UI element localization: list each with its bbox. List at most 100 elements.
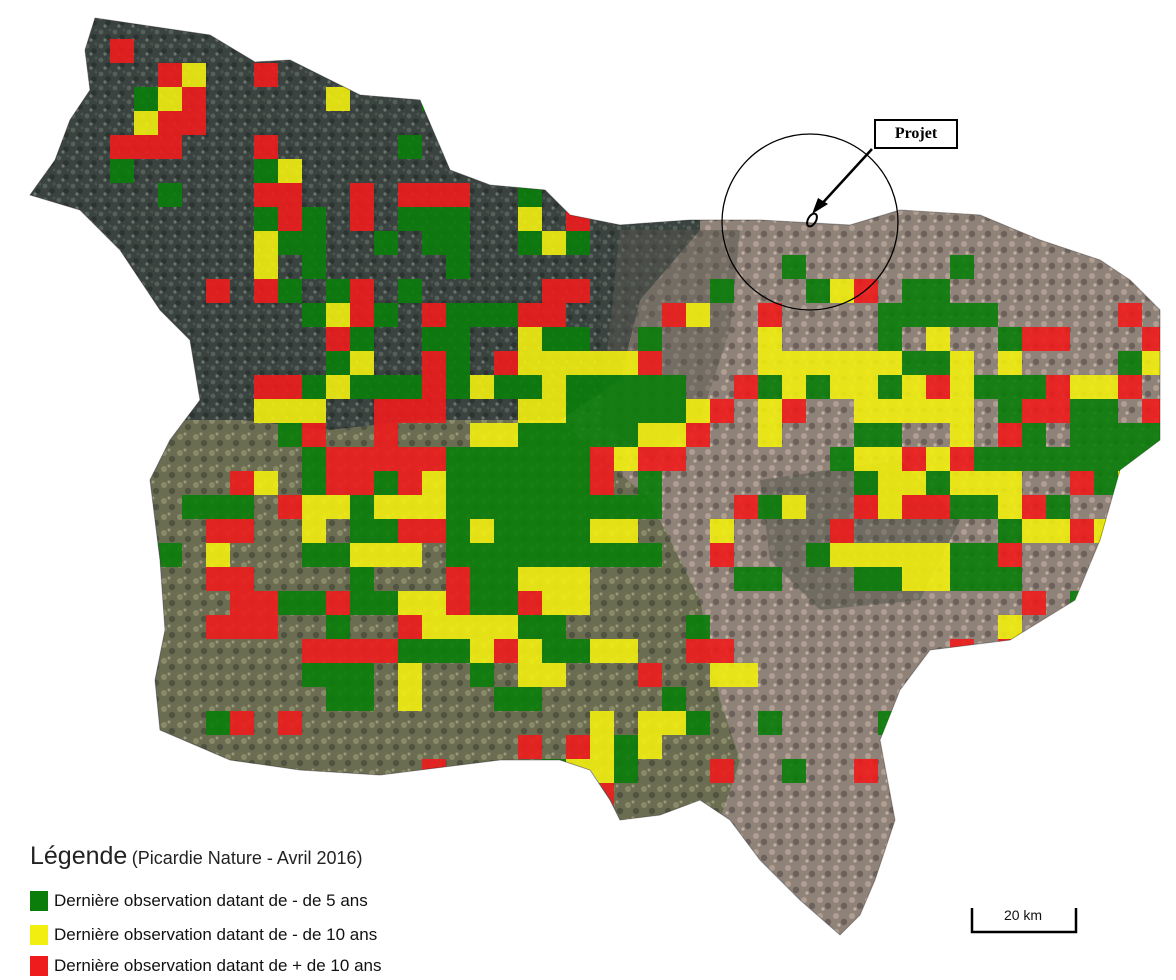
- grid-cell-recent: [998, 375, 1022, 399]
- grid-cell-old: [1046, 375, 1070, 399]
- grid-cell-medium: [470, 375, 494, 399]
- grid-cell-old: [398, 615, 422, 639]
- grid-cell-old: [590, 447, 614, 471]
- project-arrow-head: [812, 198, 828, 214]
- legend-title: Légende (Picardie Nature - Avril 2016): [30, 842, 363, 871]
- grid-cell-old: [1022, 663, 1046, 687]
- grid-cell-old: [278, 711, 302, 735]
- grid-cell-recent: [638, 399, 662, 423]
- grid-cell-recent: [638, 471, 662, 495]
- grid-cell-recent: [158, 543, 182, 567]
- grid-cell-recent: [590, 423, 614, 447]
- grid-cell-recent: [494, 543, 518, 567]
- grid-cell-medium: [350, 807, 374, 831]
- grid-cell-medium: [446, 615, 470, 639]
- grid-cell-recent: [1142, 423, 1160, 447]
- grid-cell-medium: [878, 495, 902, 519]
- grid-cell-recent: [950, 495, 974, 519]
- grid-cell-recent: [566, 519, 590, 543]
- grid-cell-medium: [998, 615, 1022, 639]
- grid-cell-medium: [902, 471, 926, 495]
- grid-cell-medium: [854, 375, 878, 399]
- grid-cell-recent: [686, 711, 710, 735]
- grid-cell-medium: [1166, 879, 1176, 903]
- grid-cell-recent: [518, 447, 542, 471]
- grid-cell-recent: [926, 279, 950, 303]
- grid-cell-recent: [446, 783, 470, 807]
- grid-cell-medium: [1142, 543, 1160, 567]
- grid-cell-recent: [566, 543, 590, 567]
- grid-cell-recent: [110, 159, 134, 183]
- grid-cell-medium: [134, 111, 158, 135]
- grid-cell-old: [422, 303, 446, 327]
- grid-cell-recent: [974, 375, 998, 399]
- grid-cell-recent: [518, 183, 542, 207]
- grid-cell-recent: [1022, 447, 1046, 471]
- grid-cell-old: [446, 567, 470, 591]
- grid-cell-recent: [590, 543, 614, 567]
- grid-cell-recent: [806, 279, 830, 303]
- grid-cell-recent: [278, 231, 302, 255]
- grid-cell-old: [1118, 303, 1142, 327]
- grid-cell-old: [662, 303, 686, 327]
- grid-cell-old: [1118, 855, 1142, 879]
- grid-cell-medium: [134, 591, 158, 615]
- grid-cell-recent: [950, 303, 974, 327]
- grid-cell-recent: [614, 375, 638, 399]
- grid-cell-recent: [302, 255, 326, 279]
- grid-cell-recent: [422, 207, 446, 231]
- grid-cell-old: [350, 639, 374, 663]
- grid-cell-medium: [422, 471, 446, 495]
- grid-cell-old: [1022, 327, 1046, 351]
- grid-cell-old: [398, 183, 422, 207]
- grid-cell-old: [782, 399, 806, 423]
- grid-cell-recent: [614, 543, 638, 567]
- grid-cell-old: [638, 447, 662, 471]
- grid-cell-old: [950, 639, 974, 663]
- grid-cell-old: [1166, 567, 1176, 591]
- grid-cell-recent: [470, 591, 494, 615]
- grid-cell-medium: [542, 351, 566, 375]
- grid-cell-medium: [278, 783, 302, 807]
- grid-cell-medium: [686, 399, 710, 423]
- grid-cell-recent: [1022, 375, 1046, 399]
- grid-cell-old: [350, 279, 374, 303]
- grid-cell-recent: [470, 567, 494, 591]
- grid-cell-recent: [422, 231, 446, 255]
- grid-cell-medium: [878, 543, 902, 567]
- grid-cell-recent: [350, 567, 374, 591]
- grid-cell-medium: [326, 375, 350, 399]
- grid-cell-recent: [878, 303, 902, 327]
- grid-cell-recent: [1094, 399, 1118, 423]
- legend-swatch-red: [30, 956, 48, 976]
- grid-cell-recent: [614, 399, 638, 423]
- grid-cell-medium: [374, 495, 398, 519]
- grid-cell-recent: [278, 591, 302, 615]
- grid-cell-recent: [902, 303, 926, 327]
- grid-cell-recent: [446, 231, 470, 255]
- grid-cell-recent: [470, 543, 494, 567]
- grid-cell-medium: [350, 351, 374, 375]
- grid-cell-recent: [518, 471, 542, 495]
- grid-cell-medium: [350, 783, 374, 807]
- grid-cell-medium: [1094, 375, 1118, 399]
- legend-swatch-green: [30, 891, 48, 911]
- grid-cell-medium: [614, 639, 638, 663]
- grid-cell-recent: [326, 615, 350, 639]
- grid-cell-medium: [254, 399, 278, 423]
- region-outline: [29, 17, 1161, 936]
- grid-cell-recent: [446, 519, 470, 543]
- grid-cell-recent: [494, 375, 518, 399]
- grid-cell-medium: [542, 591, 566, 615]
- grid-cell-old: [830, 519, 854, 543]
- grid-cell-medium: [542, 663, 566, 687]
- grid-cell-medium: [518, 327, 542, 351]
- grid-cell-recent: [398, 639, 422, 663]
- grid-cell-medium: [566, 351, 590, 375]
- grid-cell-medium: [614, 519, 638, 543]
- grid-cell-old: [278, 495, 302, 519]
- grid-cell-medium: [854, 543, 878, 567]
- grid-cell-medium: [1118, 831, 1142, 855]
- grid-cell-recent: [806, 543, 830, 567]
- grid-cell-recent: [542, 519, 566, 543]
